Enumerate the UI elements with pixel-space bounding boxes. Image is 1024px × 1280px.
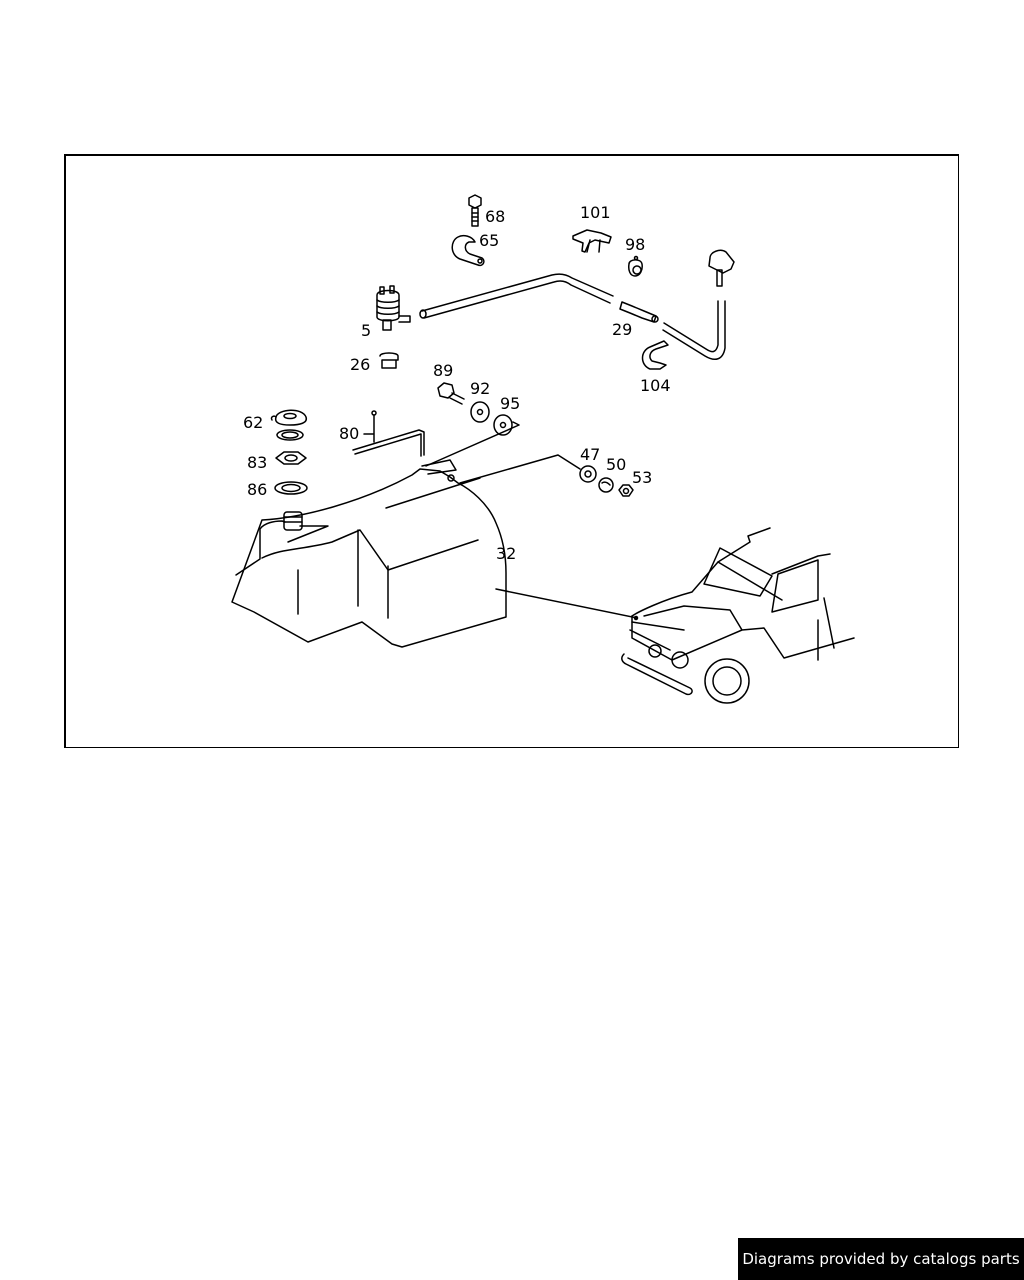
callout-92: 92	[470, 379, 491, 398]
callout-95: 95	[500, 394, 521, 413]
leader-line-47	[459, 454, 581, 484]
lockwasher-50-icon	[598, 477, 614, 493]
cap-62-icon	[270, 409, 308, 441]
callout-83: 83	[247, 453, 268, 472]
grommet-98-icon	[628, 255, 643, 277]
clip-104-icon	[641, 340, 669, 370]
callout-53: 53	[632, 468, 653, 487]
bolt-68-icon	[468, 194, 482, 227]
callout-104: 104	[640, 376, 671, 395]
callout-101: 101	[580, 203, 611, 222]
callout-89: 89	[433, 361, 454, 380]
hose-nozzle	[662, 300, 726, 361]
callout-5: 5	[361, 321, 372, 340]
bracket-80-icon	[352, 410, 425, 457]
nut-53-icon	[618, 484, 634, 497]
leader-line	[425, 421, 520, 467]
callout-68: 68	[485, 207, 506, 226]
callout-26: 26	[350, 355, 371, 374]
callout-50: 50	[606, 455, 627, 474]
washer-95-icon	[493, 414, 513, 436]
connector-29-icon	[619, 301, 659, 323]
plug-26-icon	[379, 352, 399, 369]
bolt-89-icon	[437, 382, 465, 405]
washer-reservoir-32-icon	[231, 459, 507, 648]
callout-98: 98	[625, 235, 646, 254]
callout-29: 29	[612, 320, 633, 339]
washer-92-icon	[470, 401, 490, 423]
vehicle-icon	[621, 527, 855, 704]
callout-86: 86	[247, 480, 268, 499]
nut-83-icon	[275, 451, 307, 465]
washer-47-icon	[579, 465, 597, 483]
washer-86-icon	[274, 481, 308, 495]
credit-banner: Diagrams provided by catalogs parts	[738, 1238, 1024, 1280]
clamp-65-icon	[451, 234, 485, 267]
leader-line-vehicle	[495, 588, 638, 619]
callout-80: 80	[339, 424, 360, 443]
washer-pump-5-icon	[376, 285, 411, 331]
clip-101-icon	[572, 229, 612, 253]
callout-62: 62	[243, 413, 264, 432]
washer-nozzle-icon	[708, 249, 735, 287]
callout-32: 32	[496, 544, 517, 563]
diagram-frame	[64, 154, 959, 748]
hose-main	[421, 273, 614, 319]
credit-text: Diagrams provided by catalogs parts	[742, 1250, 1020, 1268]
callout-47: 47	[580, 445, 601, 464]
callout-65: 65	[479, 231, 500, 250]
